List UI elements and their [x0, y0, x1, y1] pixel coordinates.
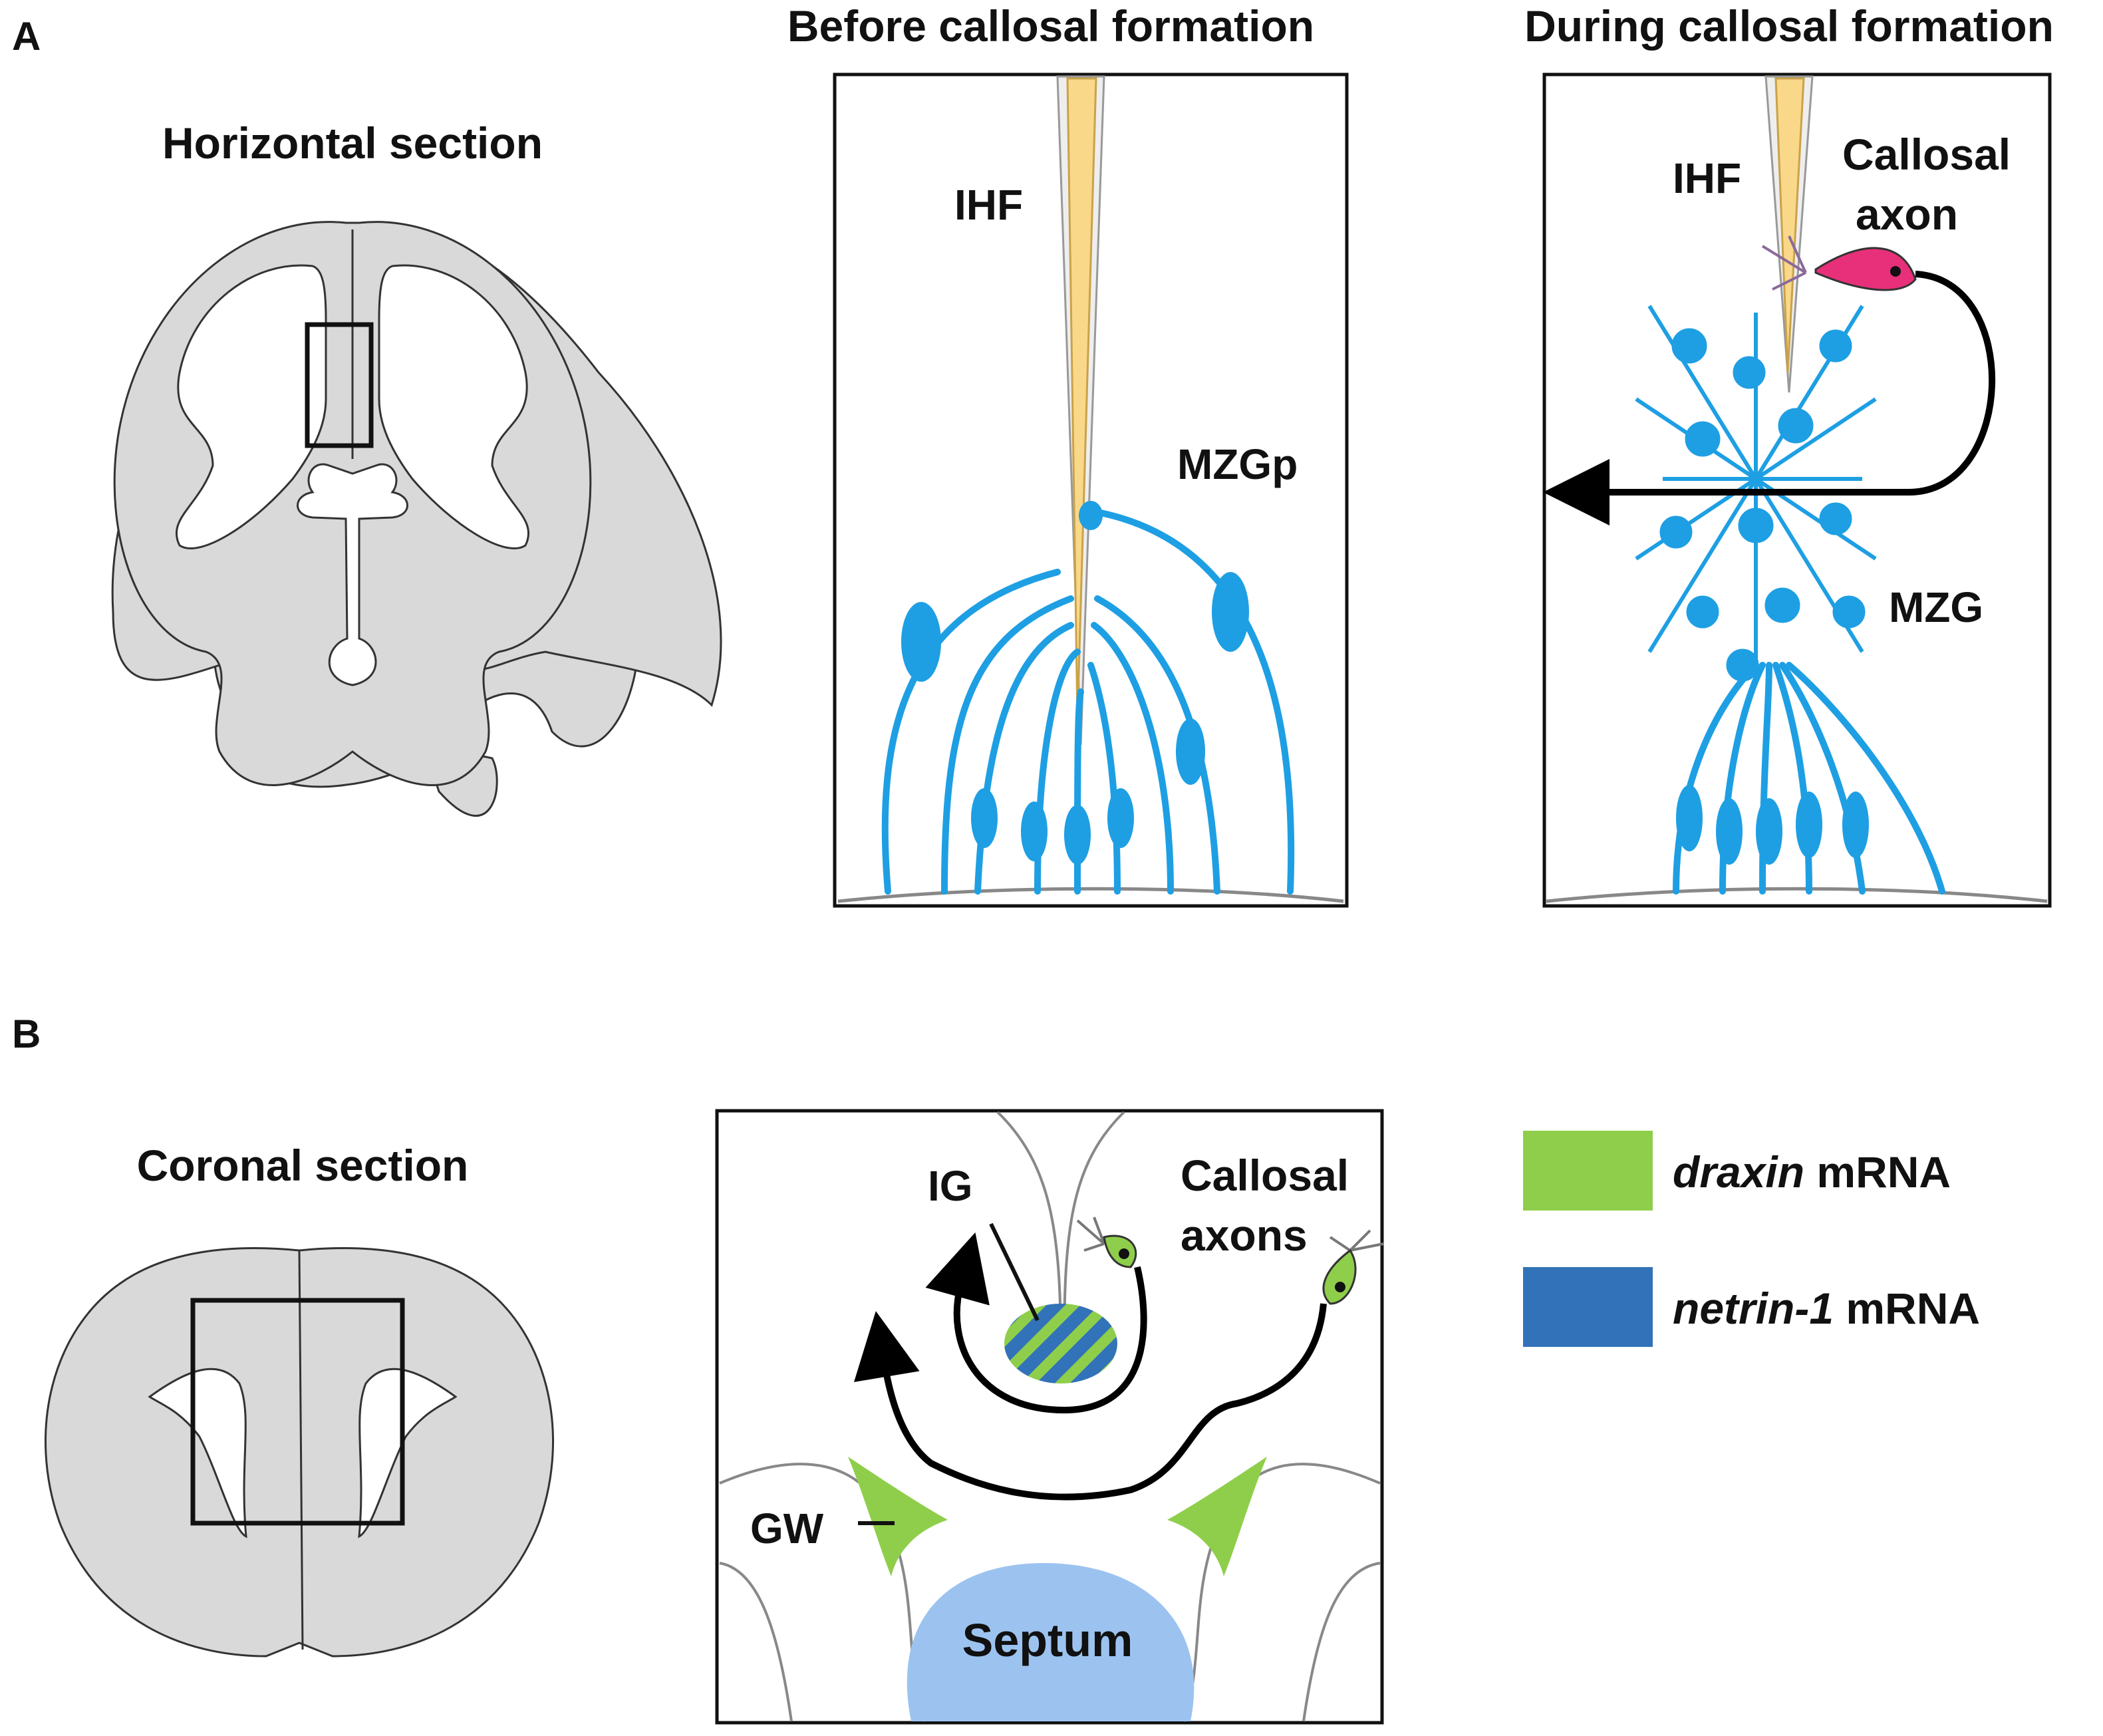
during-callosal-panel: [1542, 72, 2052, 908]
panel-a-letter: A: [12, 14, 41, 59]
callosal-axons-label-line1: Callosal: [1181, 1151, 1349, 1200]
legend-suffix-netrin: mRNA: [1834, 1284, 1980, 1333]
before-callosal-title: Before callosal formation: [787, 1, 1314, 51]
callosal-axon-label-line2: axon: [1856, 190, 1958, 239]
mzg-label: MZG: [1889, 583, 1983, 631]
ihf-label-before: IHF: [954, 181, 1023, 229]
legend-label-netrin: netrin-1 mRNA: [1673, 1284, 1980, 1333]
legend-swatch-netrin: [1523, 1267, 1653, 1347]
callosal-axon-label-line1: Callosal: [1842, 130, 2011, 179]
legend: draxin mRNA netrin-1 mRNA: [1523, 1131, 1980, 1347]
coronal-detail-panel: [715, 1109, 1384, 1725]
legend-swatch-draxin: [1523, 1131, 1653, 1211]
ig-label: IG: [928, 1162, 973, 1210]
coronal-section-title: Coronal section: [137, 1141, 469, 1190]
during-callosal-title: During callosal formation: [1524, 1, 2054, 51]
panel-b-letter: B: [12, 1012, 41, 1056]
septum-label: Septum: [962, 1614, 1133, 1666]
ihf-label-during: IHF: [1673, 154, 1741, 202]
horizontal-section-title: Horizontal section: [162, 118, 543, 168]
callosal-axons-label-line2: axons: [1181, 1211, 1308, 1260]
coronal-section-brain: [44, 1247, 555, 1658]
legend-gene-netrin: netrin-1: [1673, 1284, 1834, 1333]
mzgp-label: MZGp: [1177, 440, 1298, 488]
before-callosal-panel: [833, 72, 1349, 908]
legend-label-draxin: draxin mRNA: [1673, 1147, 1951, 1197]
gw-label: GW: [750, 1505, 824, 1552]
legend-gene-draxin: draxin: [1673, 1147, 1804, 1197]
horizontal-section-brain: [111, 221, 722, 817]
legend-suffix-draxin: mRNA: [1804, 1147, 1951, 1197]
